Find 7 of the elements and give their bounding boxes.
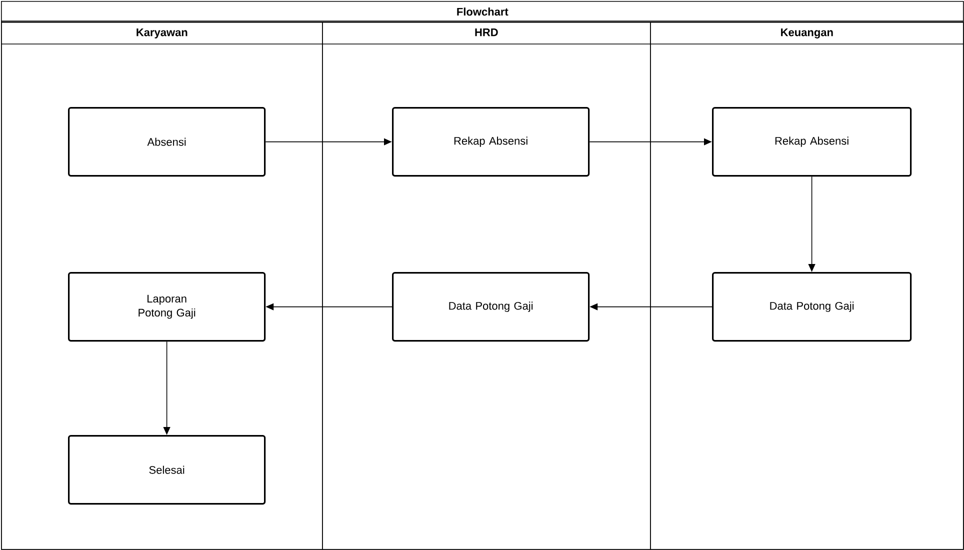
process-box: Rekap Absensi (392, 107, 590, 177)
process-box: Rekap Absensi (712, 107, 912, 177)
process-box: Absensi (68, 107, 266, 177)
process-box: Data Potong Gaji (712, 272, 912, 342)
process-box: Laporan Potong Gaji (68, 272, 266, 342)
process-box: Selesai (68, 435, 266, 505)
process-box: Data Potong Gaji (392, 272, 590, 342)
